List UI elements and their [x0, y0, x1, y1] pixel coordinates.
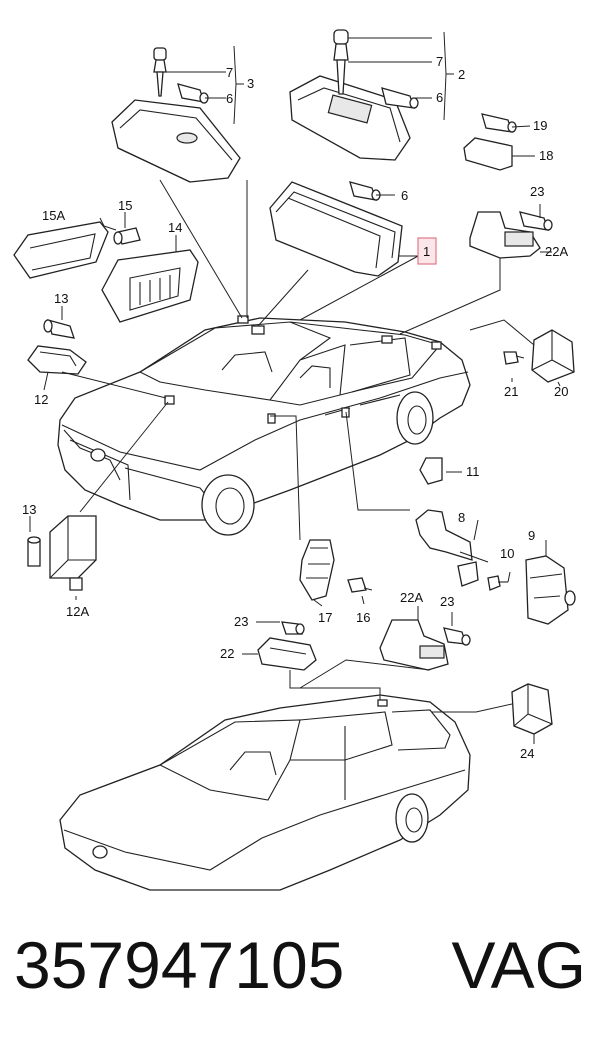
callout-12a: 12A — [66, 604, 89, 619]
sedan-car — [57, 315, 471, 536]
interior-light-housing-3 — [111, 47, 241, 183]
interior-light-housing-2 — [289, 29, 419, 161]
callout-15: 15 — [118, 198, 132, 213]
part-number: 357947105 — [14, 928, 345, 1002]
callout-6-right: 6 — [436, 90, 443, 105]
leader-lines — [29, 31, 561, 744]
callout-23-left: 23 — [234, 614, 248, 629]
callout-7-left: 7 — [226, 65, 233, 80]
parts-18-22a-group — [463, 113, 553, 259]
parts-diagram: 7 6 3 7 6 2 6 1 19 18 23 22A 15A 15 14 1… — [13, 29, 576, 891]
callout-23-top: 23 — [530, 184, 544, 199]
callout-13-bottom: 13 — [22, 502, 36, 517]
callout-10: 10 — [500, 546, 514, 561]
callout-13-top: 13 — [54, 291, 68, 306]
callout-6-left: 6 — [226, 91, 233, 106]
parts-right-group — [415, 329, 576, 625]
callout-6-center: 6 — [401, 188, 408, 203]
lens-cover-part-1 — [269, 181, 403, 277]
parts-17-group — [299, 539, 373, 601]
callout-21: 21 — [504, 384, 518, 399]
callout-18: 18 — [539, 148, 553, 163]
parts-left-group — [13, 221, 199, 375]
callout-20: 20 — [554, 384, 568, 399]
estate-car — [59, 694, 471, 891]
callout-15a: 15A — [42, 208, 65, 223]
callout-22a-top: 22A — [545, 244, 568, 259]
highlight-box-part-1 — [417, 237, 437, 265]
parts-12a-group — [27, 515, 97, 591]
callout-17: 17 — [318, 610, 332, 625]
callout-labels: 7 6 3 7 6 2 6 1 19 18 23 22A 15A 15 14 1… — [22, 54, 568, 761]
callout-19: 19 — [533, 118, 547, 133]
callout-1: 1 — [423, 244, 430, 259]
callout-24: 24 — [520, 746, 534, 761]
parts-lower-group — [257, 619, 553, 735]
callout-3: 3 — [247, 76, 254, 91]
callout-23-right: 23 — [440, 594, 454, 609]
callout-22: 22 — [220, 646, 234, 661]
callout-14: 14 — [168, 220, 182, 235]
callout-9: 9 — [528, 528, 535, 543]
callout-2: 2 — [458, 67, 465, 82]
brand-label: VAG — [451, 928, 586, 1002]
callout-12: 12 — [34, 392, 48, 407]
callout-22a-bottom: 22A — [400, 590, 423, 605]
callout-16: 16 — [356, 610, 370, 625]
callout-7-right: 7 — [436, 54, 443, 69]
callout-11: 11 — [466, 464, 480, 479]
callout-8: 8 — [458, 510, 465, 525]
